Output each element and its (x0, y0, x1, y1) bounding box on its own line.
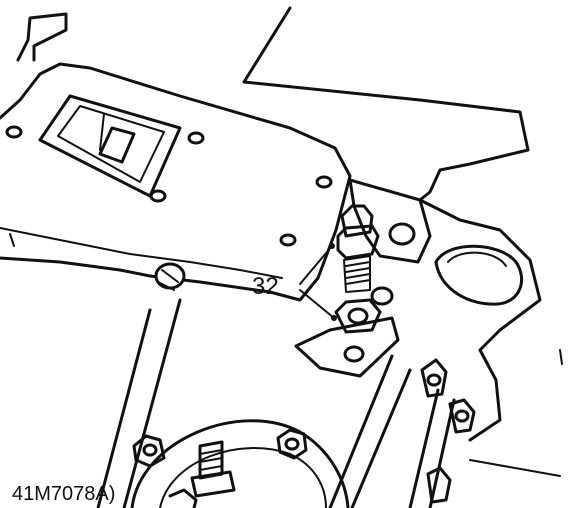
bolt-hole (5, 125, 23, 139)
gasket-plate-outline (0, 62, 352, 302)
port-rod-line (99, 113, 105, 151)
bolt-hole (149, 189, 167, 203)
leader-dot (331, 315, 337, 321)
web-rib (328, 354, 412, 508)
callout-label-32: 32 (252, 273, 279, 300)
web-rib-2 (408, 388, 456, 508)
edge-mark (9, 233, 15, 247)
port-cutout-inner (57, 105, 165, 183)
arm-bolt-detail (157, 269, 179, 291)
mount-stud-hole (370, 286, 394, 306)
leader-line-bolt (299, 245, 333, 285)
hex-nut (334, 298, 382, 334)
ring-bolt (168, 488, 198, 508)
side-bolt (426, 466, 452, 504)
gasket-plate-inner-edge (0, 227, 283, 279)
bolt-hole (187, 131, 205, 145)
round-boss (434, 244, 524, 306)
mount-face (348, 178, 432, 264)
ring-bolt (276, 428, 308, 460)
housing-bottom-edge (469, 459, 561, 477)
round-boss-inner (447, 251, 507, 267)
figure-code: 41M7078A) (12, 483, 115, 505)
lower-pad (294, 316, 400, 378)
side-bolt (448, 398, 476, 434)
leader-dot (329, 243, 335, 249)
edge-mark (559, 349, 563, 365)
housing-top-edge (242, 6, 530, 202)
ring-bolt (132, 434, 166, 468)
stud-bolt (336, 204, 380, 293)
center-stud (190, 440, 236, 498)
leader-line-nut (299, 289, 335, 319)
flywheel-housing-inner (159, 447, 327, 508)
port-rod (98, 126, 136, 164)
housing-right-edge (418, 198, 542, 442)
port-cutout (38, 94, 182, 198)
bolt-hole (315, 175, 333, 189)
mount-stud-hole (388, 222, 416, 246)
flange-tab (16, 12, 68, 62)
block-lower-arm (96, 298, 182, 508)
side-bolt (420, 358, 448, 398)
lower-pad-hole (343, 345, 365, 363)
bolt-hole (279, 233, 297, 247)
